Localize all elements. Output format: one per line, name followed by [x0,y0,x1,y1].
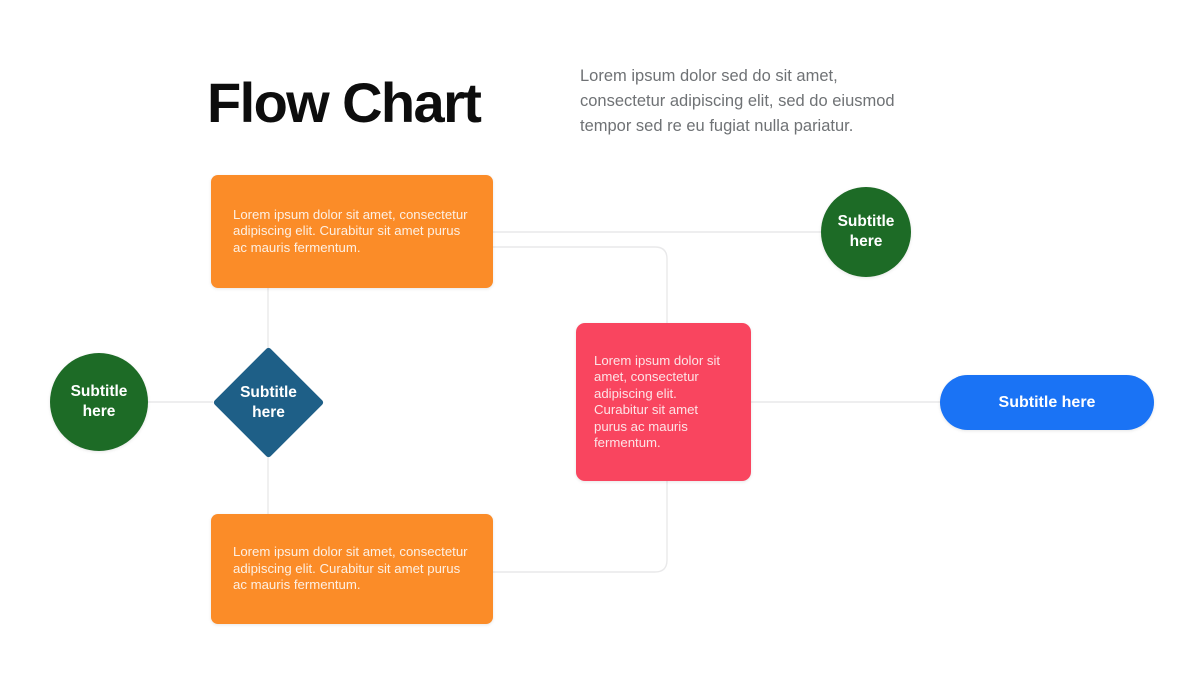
intro-line-2: consectetur adipiscing elit, sed do eius… [580,92,895,110]
terminator-node-green-left[interactable]: Subtitle here [50,353,148,451]
intro-paragraph: Lorem ipsum dolor sed do sit amet, conse… [580,64,940,139]
green-left-line-1: Subtitle [70,383,128,400]
terminator-node-green-left-label: Subtitle here [71,382,128,422]
green-left-line-2: here [82,403,116,420]
process-node-orange-bottom[interactable]: Lorem ipsum dolor sit amet, consectetur … [211,514,493,624]
terminator-node-pill-blue-label: Subtitle here [998,393,1096,411]
terminator-node-green-right[interactable]: Subtitle here [821,187,911,277]
intro-line-1: Lorem ipsum dolor sed do sit amet, [580,67,838,85]
decision-node-diamond-label: Subtitle here [240,383,297,423]
process-node-orange-top[interactable]: Lorem ipsum dolor sit amet, consectetur … [211,175,493,288]
diamond-line-2: here [252,403,285,421]
page-title: Flow Chart [207,71,482,134]
process-node-orange-bottom-text: Lorem ipsum dolor sit amet, consectetur … [233,544,468,593]
green-right-line-1: Subtitle [837,213,895,230]
process-node-orange-top-text: Lorem ipsum dolor sit amet, consectetur … [233,206,468,255]
process-node-pink[interactable]: Lorem ipsum dolor sit amet, consectetur … [576,323,751,481]
diamond-line-1: Subtitle [240,383,297,401]
process-node-pink-text: Lorem ipsum dolor sit amet, consectetur … [594,352,721,451]
terminator-node-pill-blue[interactable]: Subtitle here [940,375,1154,430]
green-right-line-2: here [849,233,883,250]
intro-line-3: tempor sed re eu fugiat nulla pariatur. [580,117,854,135]
decision-node-diamond[interactable]: Subtitle here [212,346,325,459]
terminator-node-green-right-label: Subtitle here [838,212,895,252]
